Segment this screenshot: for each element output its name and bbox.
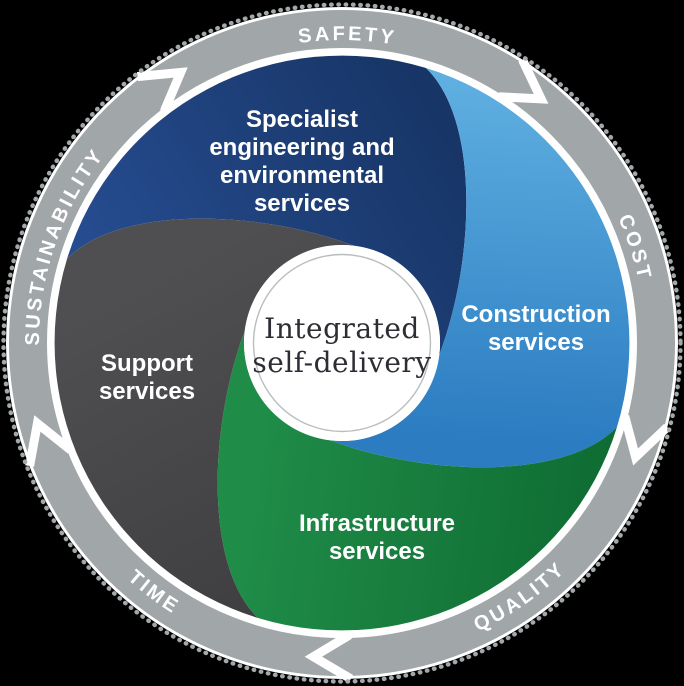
segment-label-support: Support services bbox=[99, 350, 195, 405]
chevron-arrow-icon bbox=[620, 414, 671, 466]
segment-label-line: Construction bbox=[461, 301, 610, 328]
chevron-arrow-icon bbox=[136, 67, 188, 114]
segment-specialist-engineering-shape bbox=[67, 55, 467, 355]
segment-label-line: Infrastructure bbox=[299, 510, 455, 537]
ring-band bbox=[9, 10, 675, 676]
segment-label-line: Support bbox=[101, 350, 193, 377]
segment-support-shape bbox=[54, 218, 354, 618]
segment-label-line: services bbox=[488, 329, 584, 356]
segment-label-infrastructure: Infrastructure services bbox=[299, 510, 455, 565]
segment-label-specialist-engineering: Specialist engineering and environmental… bbox=[209, 106, 394, 217]
center-title-line: Integrated bbox=[264, 312, 420, 345]
segment-label-construction: Construction services bbox=[461, 301, 610, 356]
segment-label-line: Specialist bbox=[246, 106, 358, 133]
center-circle bbox=[244, 245, 440, 441]
segment-label-line: environmental bbox=[220, 162, 384, 189]
segment-infrastructure-shape bbox=[217, 331, 617, 631]
segment-construction-shape bbox=[330, 68, 630, 468]
segment-label-line: services bbox=[329, 538, 425, 565]
segment-label-line: services bbox=[254, 190, 350, 217]
center-circle-inner-ring bbox=[252, 253, 432, 433]
center-title-line: self-delivery bbox=[252, 346, 431, 379]
segment-label-line: services bbox=[99, 378, 195, 405]
ring-chevrons bbox=[25, 57, 671, 683]
chevron-arrow-icon bbox=[25, 415, 74, 467]
chevron-arrow-icon bbox=[498, 57, 549, 104]
segment-label-line: engineering and bbox=[209, 134, 394, 161]
chevron-arrow-icon bbox=[304, 631, 354, 683]
